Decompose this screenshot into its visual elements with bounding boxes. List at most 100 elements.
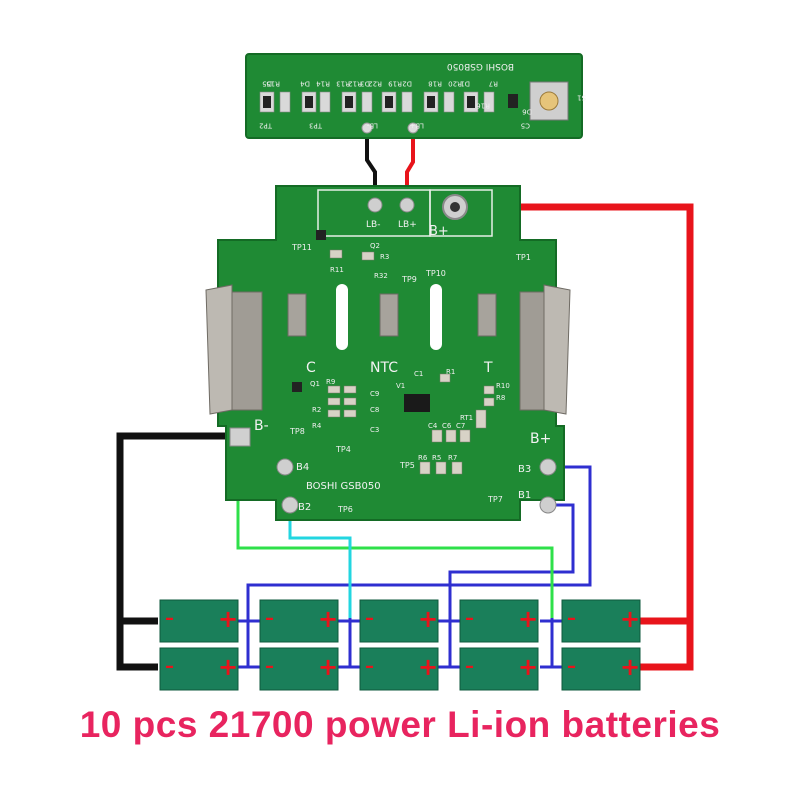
wire-b-plus [460, 203, 694, 671]
comp-label-r10: R10 [496, 382, 510, 390]
comp-label-r3: R3 [380, 253, 389, 261]
comp-label-r32: R32 [374, 272, 388, 280]
top-label-r13: R13 [336, 79, 350, 87]
battery-cell: –+ [359, 599, 439, 643]
b-plus-clip [519, 284, 571, 415]
top-label-r14: R14 [316, 79, 330, 87]
top-label-r15: R15 [266, 79, 280, 87]
cell-minus-terminal: – [567, 656, 576, 677]
cell-plus-terminal: + [518, 605, 538, 633]
top-label-r20: R20 [448, 79, 462, 87]
battery-cell-body [259, 647, 339, 691]
battery-cell-body [561, 599, 641, 643]
top-label-d5: D5 [262, 79, 272, 87]
cell-minus-terminal: – [465, 608, 474, 629]
main-pcb: LB+ LB- B+ B- B+ C NTC T B4 B2 B3 B1 BOS… [205, 185, 571, 521]
top-label-r12: R12 [348, 79, 362, 87]
battery-cell: –+ [159, 599, 239, 643]
battery-cell: –+ [259, 599, 339, 643]
top-label-r18: R18 [428, 79, 442, 87]
top-label-lb-: LB- [366, 121, 378, 129]
battery-cell-body [561, 647, 641, 691]
battery-cell: –+ [159, 647, 239, 691]
comp-label-r7: R7 [448, 454, 457, 462]
cell-minus-terminal: – [165, 608, 174, 629]
cell-plus-terminal: + [620, 605, 640, 633]
cell-minus-terminal: – [265, 656, 274, 677]
cell-plus-terminal: + [418, 605, 438, 633]
battery-cell-body [359, 599, 439, 643]
comp-label-r1: R1 [446, 368, 455, 376]
ic-chip [404, 394, 430, 412]
battery-cell: –+ [259, 647, 339, 691]
cell-plus-terminal: + [218, 605, 238, 633]
label-contact-t: T [483, 360, 493, 376]
label-contact-ntc: NTC [370, 360, 398, 376]
comp-label-c4: C4 [428, 422, 438, 430]
comp-label-q1: Q1 [310, 380, 320, 388]
cell-plus-terminal: + [218, 653, 238, 681]
label-contact-c: C [306, 360, 316, 376]
battery-cell-body [159, 647, 239, 691]
comp-label-r6: R6 [418, 454, 428, 462]
comp-label-r5: R5 [432, 454, 441, 462]
battery-cell-body [459, 647, 539, 691]
top-label-r7: R7 [489, 79, 498, 87]
battery-cell-body [359, 647, 439, 691]
tp-label-tp5: TP5 [399, 461, 415, 470]
comp-label-c7: C7 [456, 422, 465, 430]
comp-label-rt1: RT1 [460, 414, 473, 422]
top-label-r19: R19 [388, 79, 402, 87]
comp-label-r4: R4 [312, 422, 322, 430]
top-label-tp2: TP2 [259, 121, 273, 129]
cell-minus-terminal: – [567, 608, 576, 629]
wires [116, 132, 694, 671]
comp-label-c8: C8 [370, 406, 379, 414]
battery-cell-body [159, 599, 239, 643]
top-label-d3: D3 [360, 79, 370, 87]
cell-plus-terminal: + [418, 653, 438, 681]
tp-label-tp10: TP10 [425, 269, 446, 278]
cell-minus-terminal: – [265, 608, 274, 629]
top-label-r22: R22 [368, 79, 382, 87]
battery-cell: –+ [459, 647, 539, 691]
comp-label-r2: R2 [312, 406, 321, 414]
label-b3: B3 [518, 464, 531, 475]
tp-label-tp6: TP6 [337, 505, 353, 514]
b-minus-pad [229, 427, 251, 447]
b2-pad [281, 496, 299, 514]
top-label-lb-: LB+ [409, 121, 424, 129]
label-b-minus: B- [254, 418, 269, 434]
tp-label-tp1: TP1 [515, 253, 531, 262]
battery-cell: –+ [561, 647, 641, 691]
tp-label-tp4: TP4 [335, 445, 351, 454]
cell-plus-terminal: + [318, 605, 338, 633]
cell-plus-terminal: + [518, 653, 538, 681]
label-b4: B4 [296, 462, 309, 473]
top-label-d2: D2 [402, 79, 412, 87]
battery-cell-body [459, 599, 539, 643]
wire-b2 [288, 505, 352, 668]
comp-label-c9: C9 [370, 390, 379, 398]
top-label-d6: D6 [522, 107, 532, 115]
top-label-d4: D4 [300, 79, 310, 87]
caption: 10 pcs 21700 power Li-ion batteries [79, 704, 721, 745]
top-label-s1: S1 [577, 93, 586, 101]
label-b-plus-side: B+ [530, 431, 551, 447]
label-b1: B1 [518, 490, 531, 501]
cell-plus-terminal: + [318, 653, 338, 681]
cell-minus-terminal: – [365, 656, 374, 677]
cell-plus-terminal: + [620, 653, 640, 681]
top-label-c5: C5 [521, 121, 530, 129]
battery-cell: –+ [561, 599, 641, 643]
comp-label-r8: R8 [496, 394, 505, 402]
top-label-d1: D1 [460, 79, 470, 87]
battery-cell: –+ [359, 647, 439, 691]
tp-label-tp8: TP8 [289, 427, 305, 436]
comp-label-c3: C3 [370, 426, 379, 434]
wire-b1 [448, 503, 575, 668]
